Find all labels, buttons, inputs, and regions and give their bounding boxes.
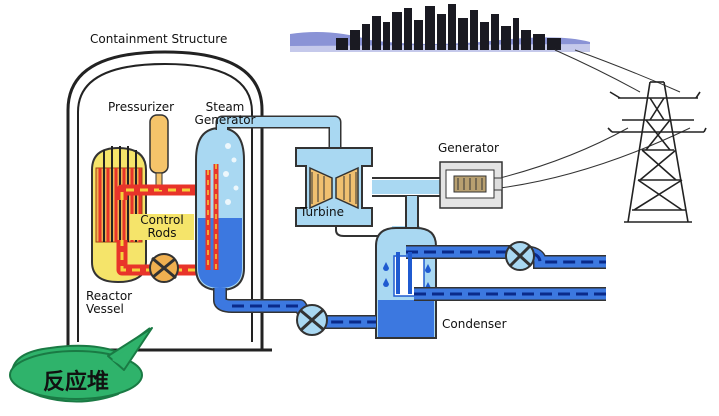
cooling-water-pump — [505, 241, 535, 271]
power-lines — [499, 49, 691, 189]
reactor-vessel — [91, 146, 147, 284]
turbine-label: Turbine — [300, 205, 344, 219]
steam-generator — [195, 126, 245, 292]
condenser-label: Condenser — [442, 317, 507, 331]
feedwater-pump — [296, 304, 328, 336]
generator-label: Generator — [438, 141, 499, 155]
callout-bubble — [9, 327, 153, 403]
pressurizer — [149, 114, 169, 188]
steam-generator-label: Steam Generator — [194, 100, 256, 127]
turbine — [295, 147, 373, 227]
reactor-coolant-pump — [149, 253, 179, 283]
control-rods-label: Control Rods — [130, 214, 194, 240]
containment-structure-label: Containment Structure — [90, 32, 228, 46]
pressurizer-label: Pressurizer — [108, 100, 175, 114]
transmission-tower — [607, 81, 707, 223]
callout-label: 反应堆 — [42, 370, 109, 395]
city-skyline — [290, 4, 590, 52]
steam-line — [215, 115, 342, 150]
turbine-shaft — [372, 177, 450, 197]
condenser — [375, 227, 437, 339]
generator — [439, 161, 503, 209]
reactor-vessel-label: Reactor Vessel — [86, 289, 133, 316]
